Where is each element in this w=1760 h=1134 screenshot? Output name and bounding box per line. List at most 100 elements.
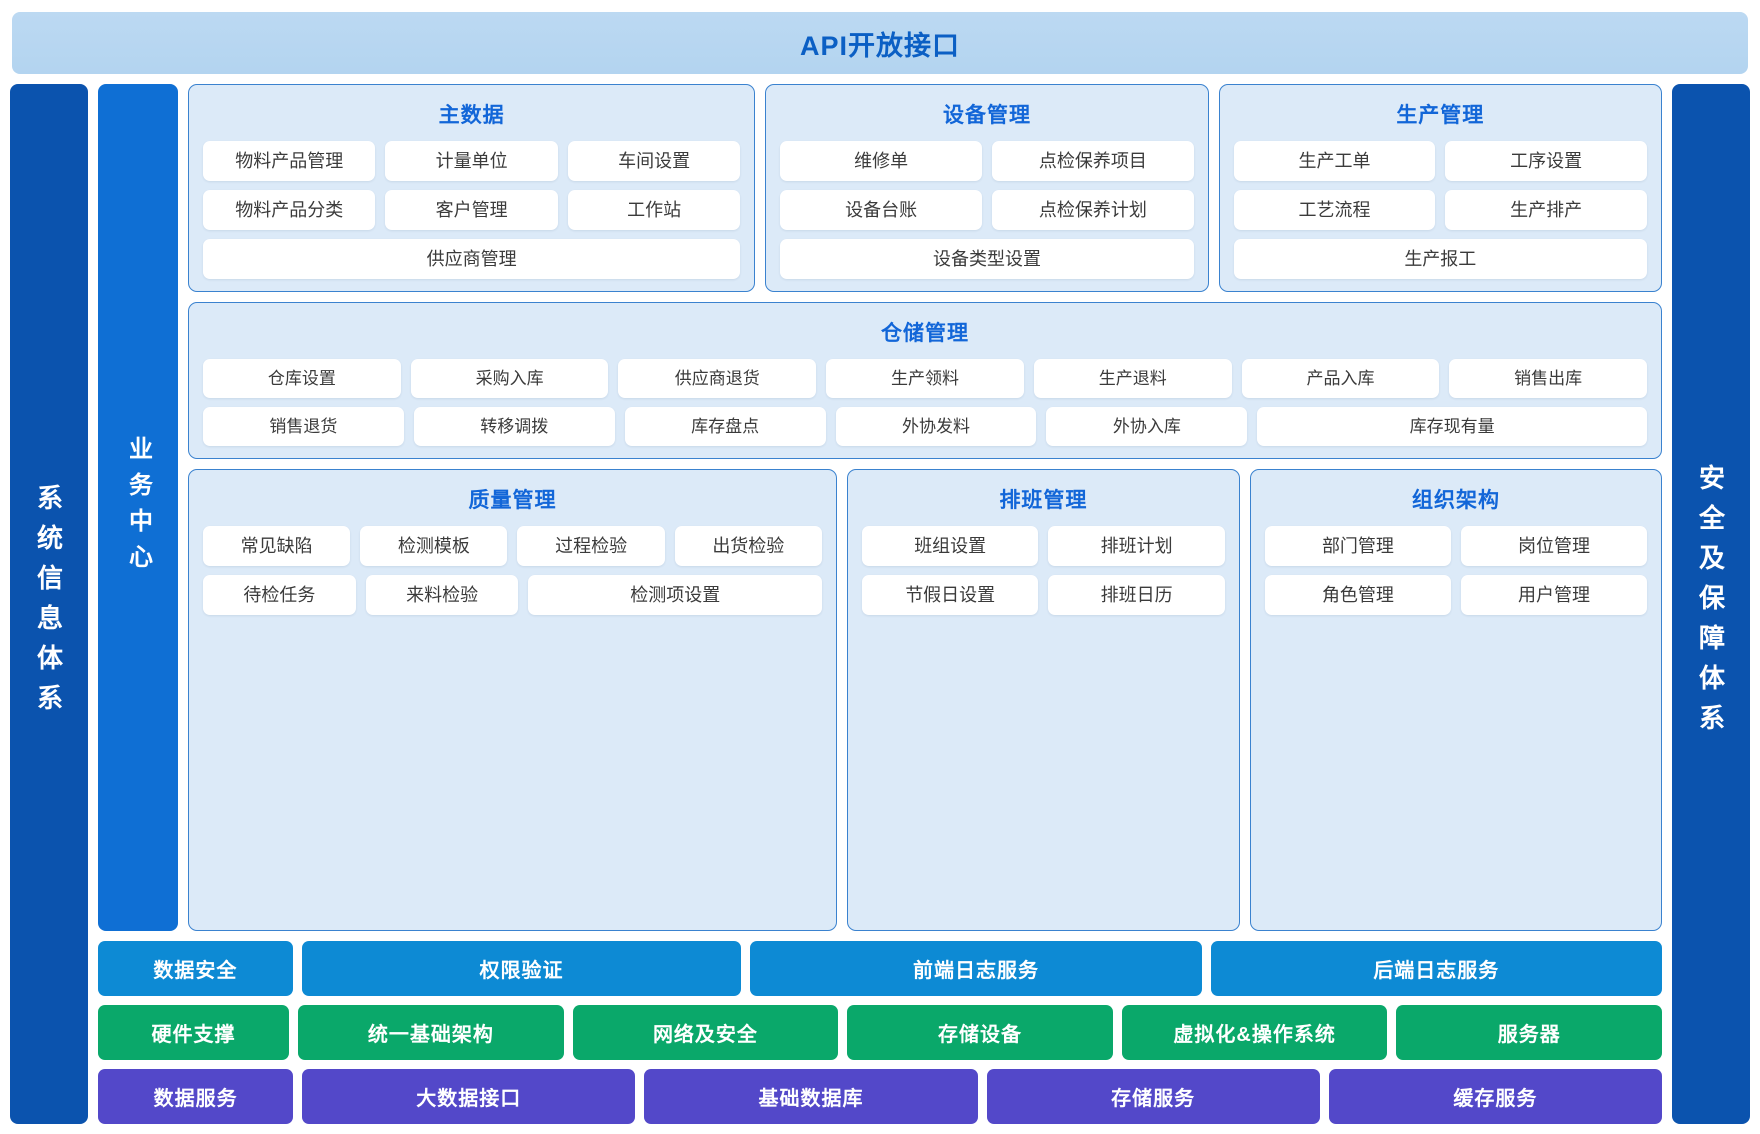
module-item[interactable]: 工艺流程 [1233,190,1436,230]
layer-item-data-service[interactable]: 存储服务 [986,1069,1320,1124]
panel-shift-row: 节假日设置 排班日历 [861,575,1225,615]
panel-organization-structure: 组织架构 部门管理 岗位管理 角色管理 用户管理 [1249,469,1662,931]
module-item[interactable]: 检测项设置 [528,575,822,615]
panel-master-data-row: 物料产品分类 客户管理 工作站 [203,190,741,230]
module-item[interactable]: 设备类型设置 [780,239,1194,279]
business-center-sidebar-label: 业务中心 [124,435,152,580]
module-item[interactable]: 销售出库 [1449,359,1648,398]
module-item[interactable]: 转移调拨 [413,407,615,446]
layer-item-security[interactable]: 数据安全 [98,941,293,996]
panel-equipment-row: 设备台账 点检保养计划 [780,190,1194,230]
module-item[interactable]: 节假日设置 [861,575,1039,615]
module-item[interactable]: 客户管理 [385,190,558,230]
panel-warehouse-row: 销售退货 转移调拨 库存盘点 外协发料 外协入库 库存现有量 [203,407,1648,446]
layer-item-security[interactable]: 权限验证 [301,941,742,996]
infrastructure-layer-row: 硬件支撑 统一基础架构 网络及安全 存储设备 虚拟化&操作系统 服务器 [98,1005,1663,1060]
module-item[interactable]: 生产工单 [1233,141,1436,181]
module-item[interactable]: 待检任务 [203,575,356,615]
module-item[interactable]: 点检保养项目 [992,141,1194,181]
module-item[interactable]: 排班日历 [1048,575,1225,615]
layer-item-infrastructure[interactable]: 存储设备 [847,1005,1113,1060]
module-item[interactable]: 物料产品分类 [203,190,376,230]
panel-shift-row: 班组设置 排班计划 [861,526,1225,566]
module-item[interactable]: 出货检验 [674,526,822,566]
panel-production-row: 生产工单 工序设置 [1233,141,1647,181]
layer-item-data-service[interactable]: 基础数据库 [644,1069,978,1124]
module-item[interactable]: 工作站 [567,190,741,230]
panel-equipment-row: 维修单 点检保养项目 [780,141,1194,181]
module-item[interactable]: 产品入库 [1241,359,1440,398]
panel-production-management: 生产管理 生产工单 工序设置 工艺流程 生产排产 [1218,84,1662,292]
module-item[interactable]: 生产退料 [1033,359,1232,398]
security-layer-row: 数据安全 权限验证 前端日志服务 后端日志服务 [98,941,1662,996]
panel-master-data-row: 供应商管理 [203,239,741,279]
module-panels-column: 主数据 物料产品管理 计量单位 车间设置 物料产品分类 客户管理 [188,84,1662,931]
data-services-layer-row: 数据服务 大数据接口 基础数据库 存储服务 缓存服务 [98,1069,1662,1124]
module-item[interactable]: 库存盘点 [624,407,826,446]
panel-equipment-management: 设备管理 维修单 点检保养项目 设备台账 点检保养计划 [765,84,1209,292]
security-assurance-sidebar: 安全及保障体系 [1672,84,1750,1124]
layer-item-security[interactable]: 后端日志服务 [1210,941,1662,996]
panel-organization-row: 角色管理 用户管理 [1264,575,1648,615]
system-information-sidebar: 系统信息体系 [10,84,88,1124]
business-region: 业务中心 主数据 物料产品管理 计量单位 车间设置 [98,84,1662,931]
module-item[interactable]: 来料检验 [365,575,519,615]
module-item[interactable]: 供应商退货 [618,359,817,398]
module-item[interactable]: 排班计划 [1048,526,1225,566]
panel-equipment-row: 设备类型设置 [780,239,1194,279]
panel-warehouse-row: 仓库设置 采购入库 供应商退货 生产领料 生产退料 产品入库 销售出库 [203,359,1648,398]
layer-item-infrastructure[interactable]: 服务器 [1396,1005,1663,1060]
module-item[interactable]: 点检保养计划 [992,190,1194,230]
module-item[interactable]: 计量单位 [385,141,558,181]
module-item[interactable]: 销售退货 [203,407,404,446]
layer-item-infrastructure[interactable]: 统一基础架构 [298,1005,564,1060]
panel-production-row: 生产报工 [1233,239,1647,279]
module-item[interactable]: 过程检验 [517,526,665,566]
layer-item-data-service[interactable]: 数据服务 [98,1069,294,1124]
panel-master-data: 主数据 物料产品管理 计量单位 车间设置 物料产品分类 客户管理 [188,84,756,292]
panel-quality-management: 质量管理 常见缺陷 检测模板 过程检验 出货检验 待检任务 [188,469,837,931]
layer-item-infrastructure[interactable]: 虚拟化&操作系统 [1121,1005,1388,1060]
center-column: 业务中心 主数据 物料产品管理 计量单位 车间设置 [98,84,1663,1124]
panel-row-1: 主数据 物料产品管理 计量单位 车间设置 物料产品分类 客户管理 [188,84,1662,292]
module-item[interactable]: 角色管理 [1264,575,1451,615]
system-information-sidebar-label: 系统信息体系 [33,484,64,724]
module-item[interactable]: 维修单 [780,141,982,181]
module-item[interactable]: 岗位管理 [1460,526,1648,566]
panel-production-title: 生产管理 [1396,104,1485,127]
module-item[interactable]: 库存现有量 [1257,407,1648,446]
module-item[interactable]: 车间设置 [567,141,741,181]
layer-item-security[interactable]: 前端日志服务 [750,941,1202,996]
module-item[interactable]: 设备台账 [780,190,982,230]
panel-quality-row: 常见缺陷 检测模板 过程检验 出货检验 [203,526,822,566]
panel-organization-title: 组织架构 [1411,489,1500,512]
layer-item-infrastructure[interactable]: 网络及安全 [572,1005,839,1060]
layer-item-data-service[interactable]: 大数据接口 [302,1069,636,1124]
module-item[interactable]: 物料产品管理 [203,141,376,181]
module-item[interactable]: 部门管理 [1264,526,1451,566]
layer-item-infrastructure[interactable]: 硬件支撑 [98,1005,290,1060]
module-item[interactable]: 生产报工 [1233,239,1647,279]
api-bar-label: API开放接口 [799,30,960,61]
module-item[interactable]: 常见缺陷 [203,526,351,566]
module-item[interactable]: 工序设置 [1445,141,1647,181]
layer-item-data-service[interactable]: 缓存服务 [1328,1069,1662,1124]
panel-organization-row: 部门管理 岗位管理 [1264,526,1648,566]
panel-row-3: 质量管理 常见缺陷 检测模板 过程检验 出货检验 待检任务 [188,469,1662,931]
module-item[interactable]: 用户管理 [1460,575,1648,615]
panel-equipment-title: 设备管理 [942,104,1031,127]
module-item[interactable]: 生产领料 [826,359,1024,398]
module-item[interactable]: 仓库设置 [203,359,401,398]
module-item[interactable]: 班组设置 [861,526,1039,566]
module-item[interactable]: 检测模板 [360,526,508,566]
panel-production-row: 工艺流程 生产排产 [1233,190,1647,230]
infrastructure-layers: 数据安全 权限验证 前端日志服务 后端日志服务 硬件支撑 统一基础架构 网络及安… [98,941,1663,1124]
module-item[interactable]: 采购入库 [410,359,609,398]
module-item[interactable]: 外协发料 [835,407,1037,446]
module-item[interactable]: 供应商管理 [203,239,741,279]
panel-quality-title: 质量管理 [468,489,557,512]
panel-shift-title: 排班管理 [999,489,1088,512]
module-item[interactable]: 外协入库 [1046,407,1248,446]
security-assurance-sidebar-label: 安全及保障体系 [1695,464,1726,744]
module-item[interactable]: 生产排产 [1445,190,1647,230]
